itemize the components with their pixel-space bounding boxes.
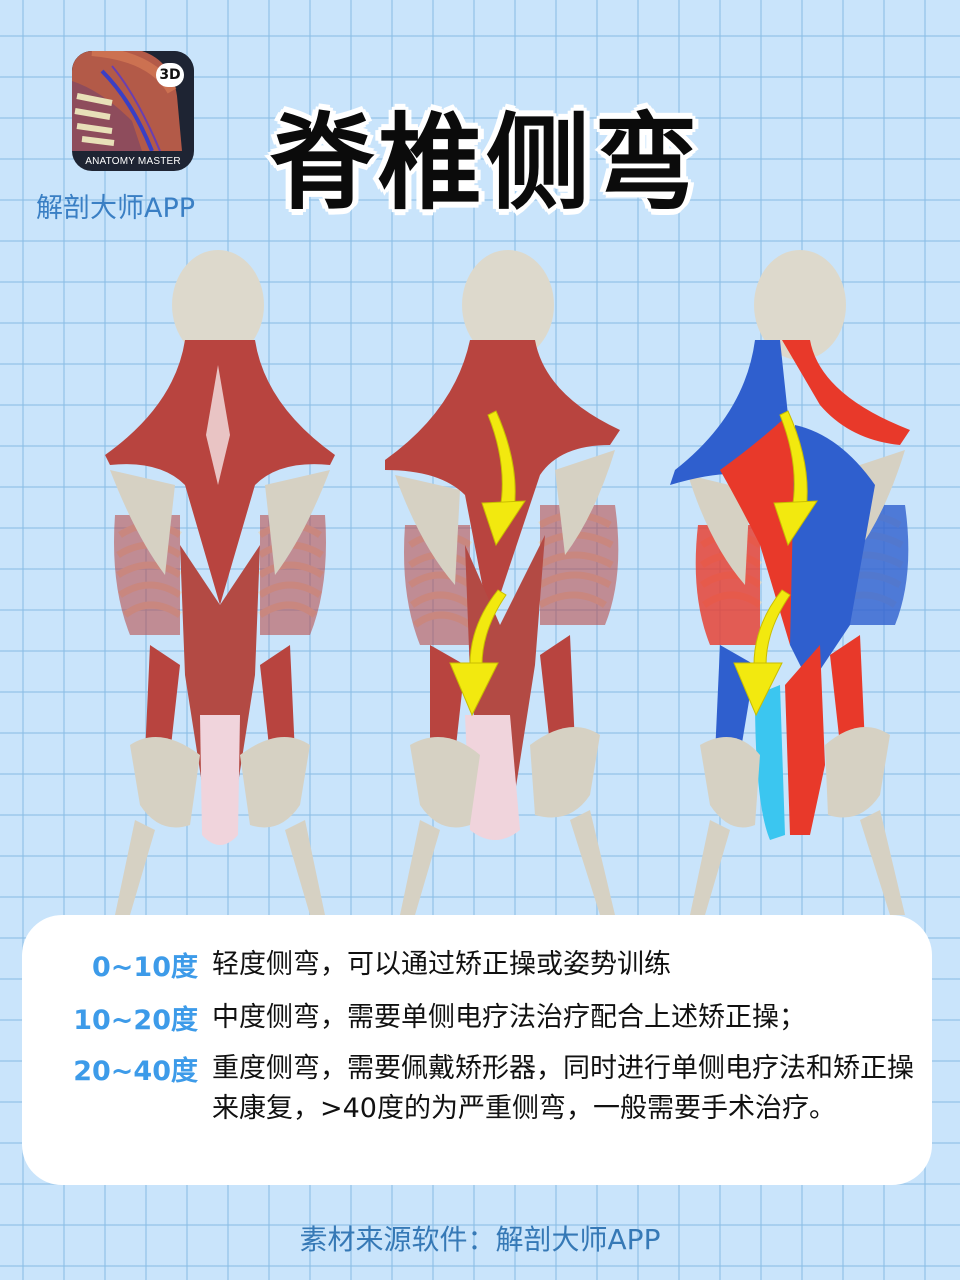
severity-row-severe: 20~40度 重度侧弯，需要佩戴矫形器，同时进行单侧电疗法和矫正操来康复，>40…	[22, 1049, 917, 1129]
degree-range: 20~40度	[73, 1056, 198, 1087]
app-icon-caption: ANATOMY MASTER	[85, 156, 181, 167]
source-footer: 素材来源软件：解剖大师APP	[299, 1223, 661, 1256]
app-icon: 3D ANATOMY MASTER	[72, 51, 194, 171]
scoliosis-back-figure	[385, 250, 620, 915]
severity-description: 中度侧弯，需要单侧电疗法治疗配合上述矫正操；	[212, 1002, 806, 1033]
3d-badge: 3D	[156, 63, 184, 87]
severity-row-mild: 0~10度 轻度侧弯，可以通过矫正操或姿势训练	[22, 945, 917, 985]
curve-arrow-icon	[449, 410, 526, 717]
severity-row-moderate: 10~20度 中度侧弯，需要单侧电疗法治疗配合上述矫正操；	[22, 998, 917, 1038]
anatomy-figures	[60, 245, 920, 915]
severity-description: 重度侧弯，需要佩戴矫形器，同时进行单侧电疗法和矫正操来康复，>40度的为严重侧弯…	[212, 1053, 914, 1124]
page-title: 脊椎侧弯	[270, 102, 703, 224]
scoliosis-colored-figure	[670, 250, 910, 915]
degree-range: 0~10度	[92, 952, 198, 983]
curve-arrow-icon	[733, 410, 818, 717]
info-card: 0~10度 轻度侧弯，可以通过矫正操或姿势训练 10~20度 中度侧弯，需要单侧…	[22, 915, 932, 1185]
degree-range: 10~20度	[73, 1005, 198, 1036]
app-name: 解剖大师APP	[36, 193, 196, 224]
normal-back-figure	[105, 250, 335, 915]
severity-description: 轻度侧弯，可以通过矫正操或姿势训练	[212, 949, 671, 980]
